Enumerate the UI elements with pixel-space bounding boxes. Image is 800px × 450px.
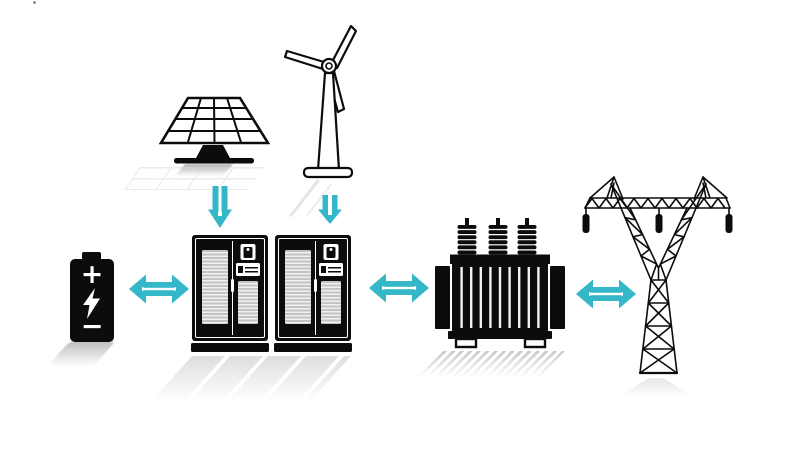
louver-panel — [202, 250, 228, 324]
tower-crossarm — [584, 197, 731, 209]
battery-terminal — [82, 252, 101, 260]
transformer-reflection — [417, 351, 565, 377]
tower-reflection — [612, 378, 700, 400]
transformer-top-bar — [450, 254, 550, 264]
cabinets-reflection — [146, 356, 351, 406]
cabinet-left-door — [198, 241, 232, 335]
cabinet-base — [191, 343, 269, 352]
transformer-icon — [435, 218, 565, 349]
transformer-foot — [523, 337, 547, 349]
tower-column — [638, 279, 679, 375]
solar-panel-icon — [158, 96, 270, 164]
cabinet-left-door — [281, 241, 315, 335]
double-arrow-battery-inverter-icon — [129, 274, 189, 304]
solar-panel-base — [174, 158, 254, 164]
transformer-foot — [454, 337, 478, 349]
transformer-radiator — [435, 266, 450, 329]
cabinet-right-door — [313, 241, 345, 335]
tower-peaks — [589, 176, 728, 200]
transformer-fins — [460, 267, 540, 328]
double-arrow-transformer-grid-icon — [576, 279, 636, 309]
down-arrow-solar-icon — [208, 186, 232, 228]
stray-speck — [33, 1, 36, 4]
down-arrow-wind-icon — [318, 195, 342, 224]
lightning-bolt-icon — [82, 287, 100, 319]
transmission-tower-icon — [582, 176, 733, 375]
wind-turbine-icon — [283, 24, 358, 179]
solar-panel-reflection — [123, 167, 264, 190]
door-handle — [313, 279, 317, 292]
solar-panel-stand — [196, 145, 230, 158]
solar-panel-grid — [158, 96, 270, 145]
insulator-hangers — [585, 207, 730, 215]
battery-reflection — [42, 341, 116, 371]
battery-minus-label: − — [80, 311, 104, 342]
battery-body: + − — [70, 259, 114, 342]
battery-icon: + − — [70, 252, 114, 342]
inverter-cabinet-icon — [191, 235, 269, 352]
insulators — [582, 214, 733, 233]
display-module — [240, 244, 256, 260]
louver-panel — [321, 281, 341, 324]
louver-panel — [285, 250, 311, 324]
transformer-radiator — [550, 266, 565, 329]
control-panel — [235, 263, 260, 276]
cabinet-right-door — [230, 241, 262, 335]
inverter-cabinet-icon — [274, 235, 352, 352]
control-panel — [318, 263, 343, 276]
door-handle — [230, 279, 234, 292]
double-arrow-inverter-transformer-icon — [369, 273, 429, 303]
battery-plus-label: + — [80, 259, 104, 290]
louver-panel — [238, 281, 258, 324]
tower-v-body — [610, 183, 707, 281]
cabinet-base — [274, 343, 352, 352]
turbine-base — [302, 166, 354, 179]
transformer-bottom-bar — [448, 331, 552, 339]
display-module — [323, 244, 339, 260]
turbine-shadow-streak — [289, 179, 320, 217]
transformer-bushings — [457, 218, 537, 255]
turbine-blade — [283, 49, 326, 71]
